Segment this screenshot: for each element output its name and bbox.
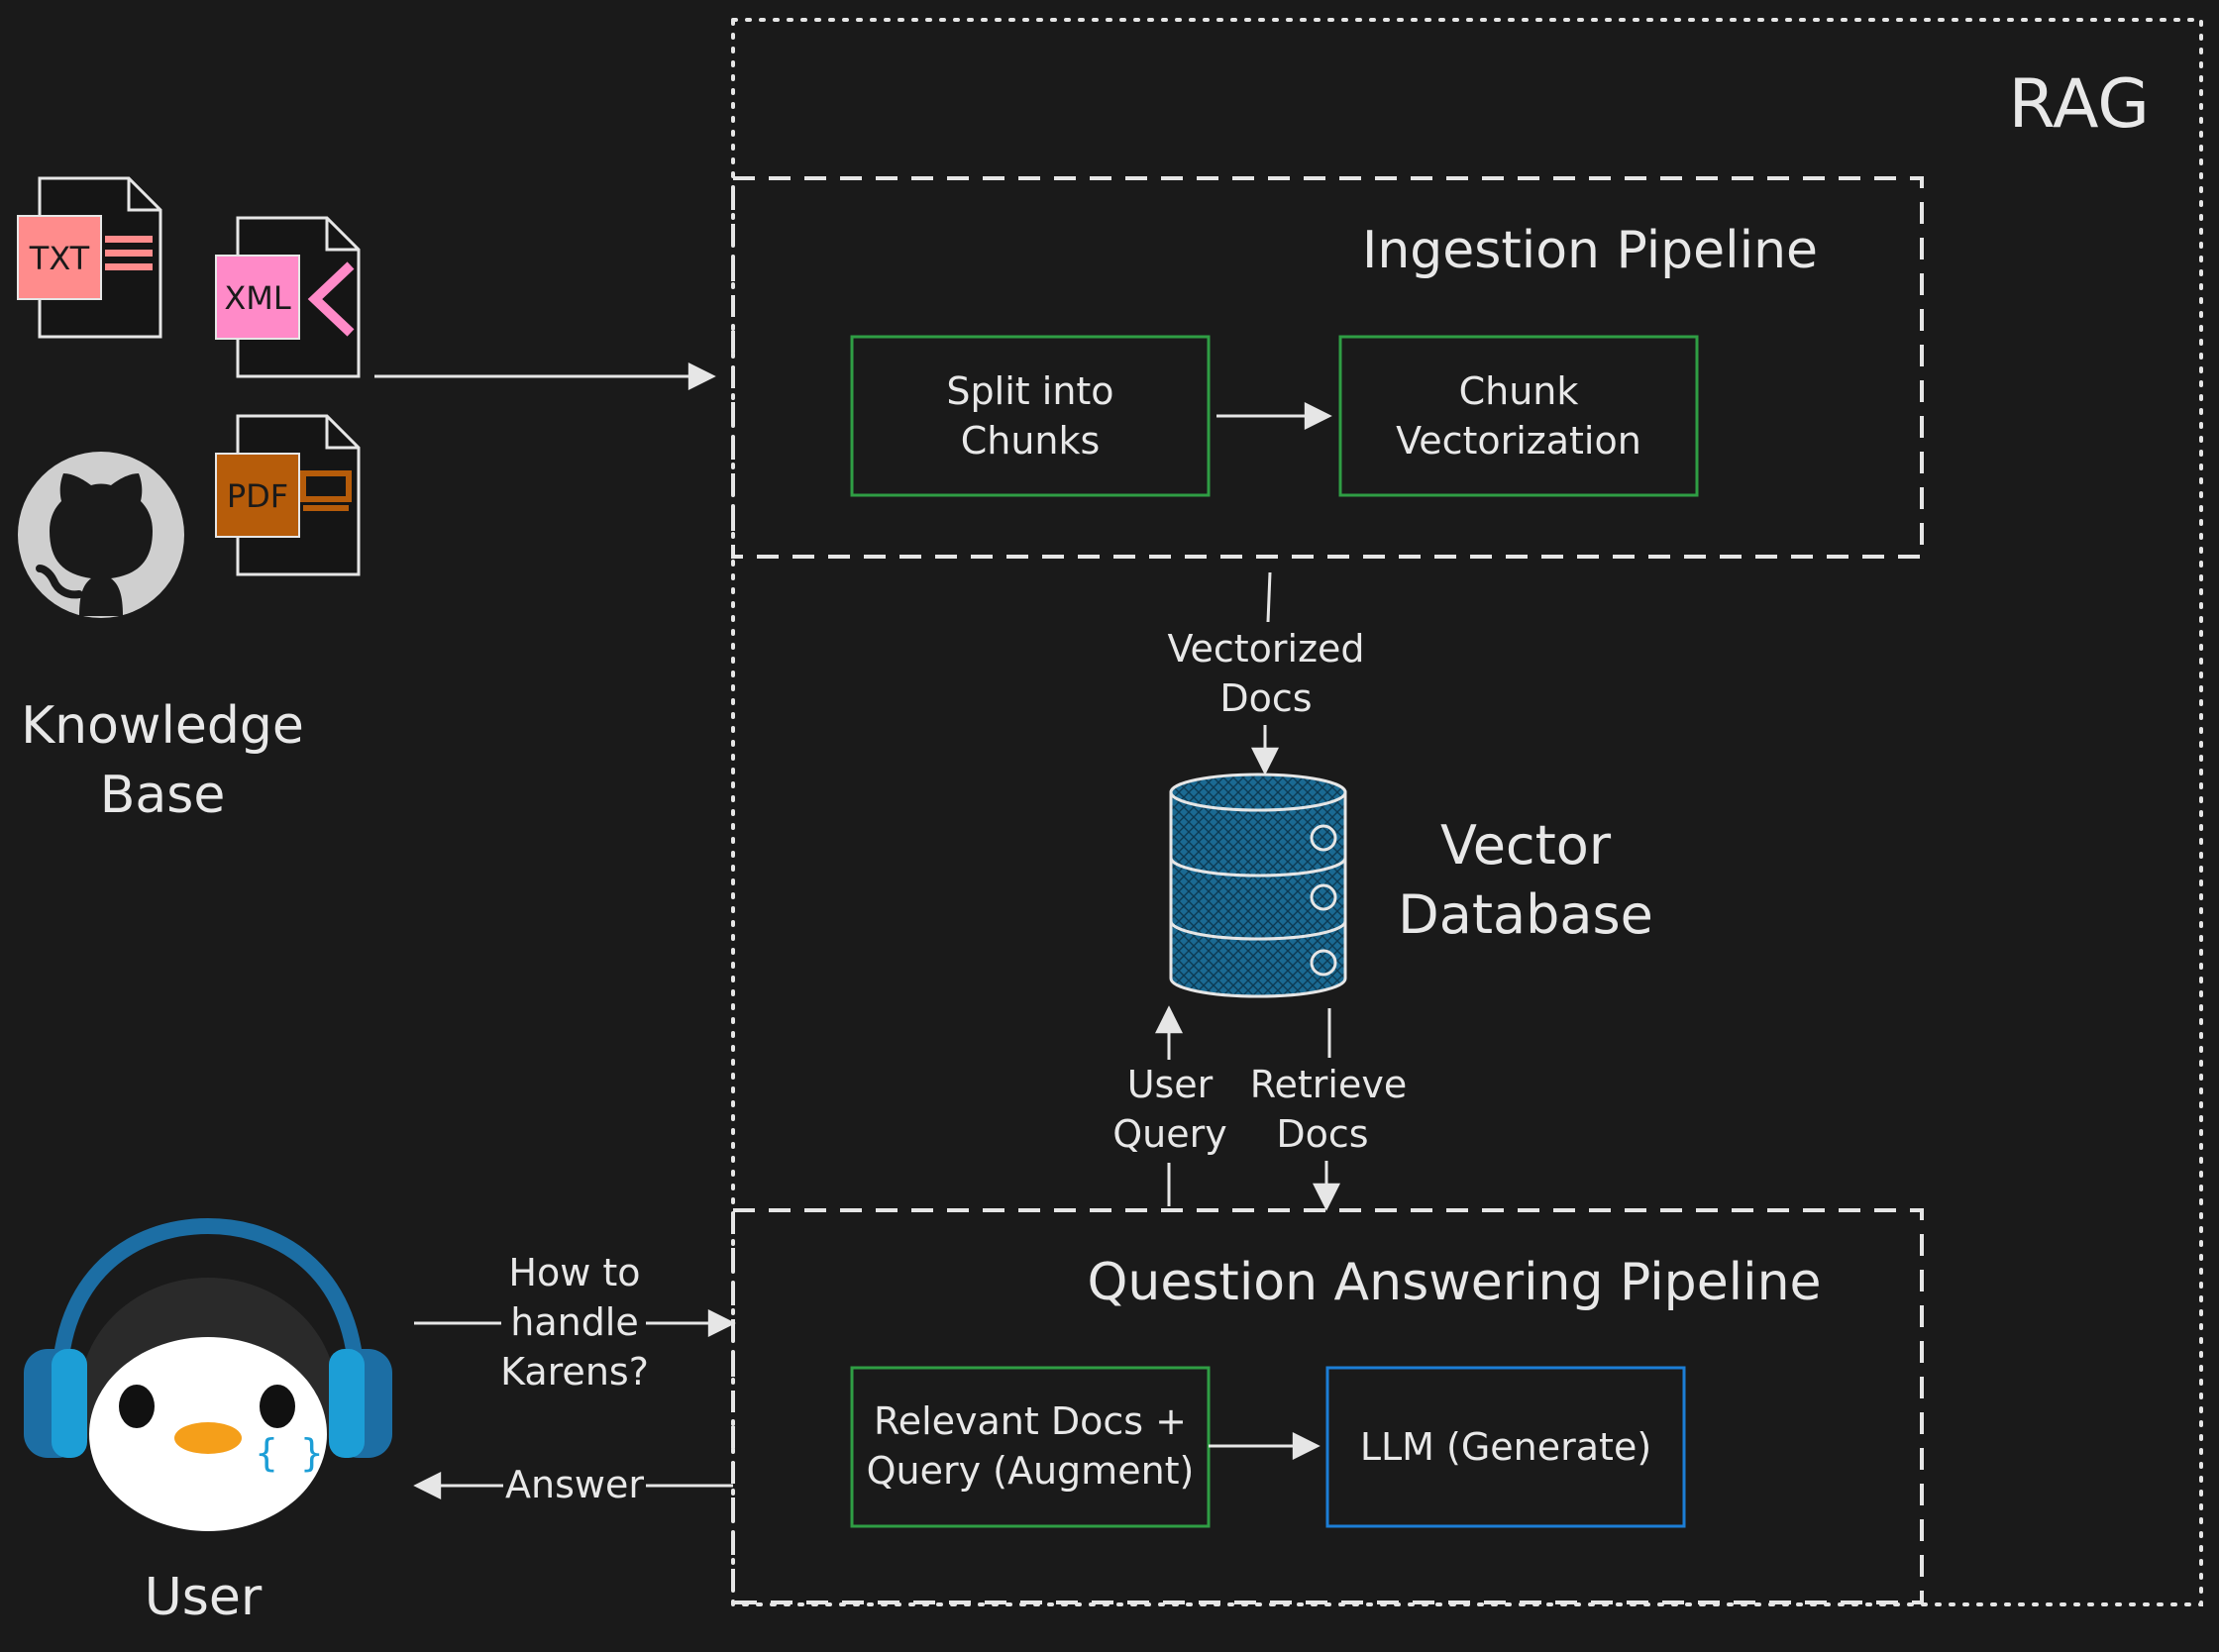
chunk-vectorization-label-2: Vectorization xyxy=(1396,419,1641,463)
vector-db-label-1: Vector xyxy=(1440,814,1612,877)
xml-file-icon: XML xyxy=(215,216,361,378)
vectorized-docs-label-1: Vectorized xyxy=(1167,627,1364,671)
augment-box xyxy=(850,1366,1211,1528)
answer-label: Answer xyxy=(505,1463,644,1506)
user-query-label-2: Query xyxy=(1112,1112,1226,1156)
split-chunks-box xyxy=(850,335,1211,497)
ingestion-to-db-line xyxy=(1266,571,1272,623)
retrieve-docs-label-2: Docs xyxy=(1276,1112,1368,1156)
chunk-vectorization-box xyxy=(1338,335,1699,497)
github-icon xyxy=(18,452,184,618)
vector-db-label-2: Database xyxy=(1398,883,1653,946)
chunk-vectorization-label-1: Chunk xyxy=(1459,369,1579,413)
knowledge-base-label-2: Base xyxy=(100,766,226,825)
ingestion-pipeline-container xyxy=(731,176,1924,559)
rag-label: RAG xyxy=(2008,65,2150,144)
svg-text:PDF: PDF xyxy=(227,477,288,515)
user-query-label-1: User xyxy=(1127,1063,1214,1106)
txt-file-icon: TXT xyxy=(17,176,162,339)
question-label-3: Karens? xyxy=(500,1350,649,1394)
question-label-2: handle xyxy=(510,1300,639,1344)
penguin-avatar-icon: { } xyxy=(24,1217,392,1531)
ingestion-pipeline-title: Ingestion Pipeline xyxy=(1362,221,1818,280)
retrieve-docs-label-1: Retrieve xyxy=(1250,1063,1407,1106)
llm-generate-label: LLM (Generate) xyxy=(1360,1425,1651,1469)
svg-text:{ }: { } xyxy=(256,1431,324,1475)
question-label-1: How to xyxy=(508,1251,640,1294)
svg-text:TXT: TXT xyxy=(29,240,90,277)
augment-label-2: Query (Augment) xyxy=(867,1449,1195,1493)
vectorized-docs-label-2: Docs xyxy=(1219,676,1312,720)
knowledge-base-label-1: Knowledge xyxy=(21,696,304,756)
svg-text:XML: XML xyxy=(224,279,291,317)
pdf-file-icon: PDF xyxy=(215,414,361,576)
llm-generate-box xyxy=(1325,1366,1686,1528)
split-chunks-label-1: Split into xyxy=(946,369,1113,413)
augment-label-1: Relevant Docs + xyxy=(874,1399,1187,1443)
user-label: User xyxy=(145,1568,263,1627)
split-chunks-label-2: Chunks xyxy=(961,419,1101,463)
database-icon xyxy=(1169,773,1347,998)
qa-pipeline-container xyxy=(731,1208,1924,1604)
qa-pipeline-title: Question Answering Pipeline xyxy=(1087,1253,1821,1312)
